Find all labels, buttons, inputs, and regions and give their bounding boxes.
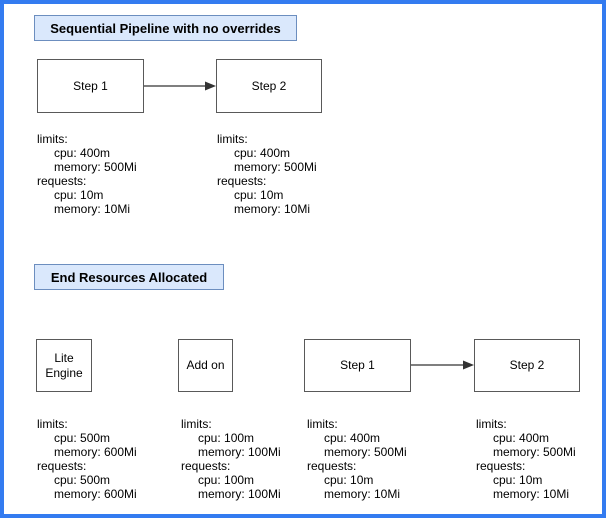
resource-line: limits: <box>37 417 68 431</box>
section-title-sequential-pipeline: Sequential Pipeline with no overrides <box>34 15 297 41</box>
resource-block-lite-engine: limits: cpu: 500m memory: 600Mi requests… <box>37 417 137 501</box>
resource-line: memory: 100Mi <box>198 445 281 459</box>
resource-line: cpu: 10m <box>54 188 104 202</box>
resource-line: cpu: 400m <box>324 431 381 445</box>
resource-line: cpu: 10m <box>493 473 543 487</box>
resource-line: memory: 10Mi <box>324 487 401 501</box>
resource-line: cpu: 500m <box>54 473 111 487</box>
resource-line: limits: <box>307 417 338 431</box>
resource-block-step1-bottom: limits: cpu: 400m memory: 500Mi requests… <box>307 417 407 501</box>
node-step2-bottom: Step 2 <box>474 339 580 392</box>
resource-line: limits: <box>181 417 212 431</box>
resource-line: memory: 500Mi <box>54 160 137 174</box>
resource-line: cpu: 500m <box>54 431 111 445</box>
resource-block-add-on: limits: cpu: 100m memory: 100Mi requests… <box>181 417 281 501</box>
resource-line: limits: <box>37 132 68 146</box>
resource-line: memory: 100Mi <box>198 487 281 501</box>
node-add-on: Add on <box>178 339 233 392</box>
node-step1-bottom: Step 1 <box>304 339 411 392</box>
resource-line: requests: <box>217 174 267 188</box>
arrow-step1-to-step2-bottom <box>411 360 474 370</box>
resource-line: cpu: 100m <box>198 473 255 487</box>
resource-line: memory: 500Mi <box>493 445 576 459</box>
resource-line: cpu: 400m <box>493 431 550 445</box>
resource-line: cpu: 400m <box>54 146 111 160</box>
resource-line: memory: 500Mi <box>234 160 317 174</box>
resource-line: requests: <box>181 459 231 473</box>
resource-line: cpu: 100m <box>198 431 255 445</box>
arrow-step1-to-step2-top <box>144 81 216 91</box>
resource-line: memory: 600Mi <box>54 445 137 459</box>
resource-line: requests: <box>307 459 357 473</box>
node-lite-engine: Lite Engine <box>36 339 92 392</box>
resource-line: memory: 10Mi <box>54 202 131 216</box>
section-title-end-resources: End Resources Allocated <box>34 264 224 290</box>
resource-line: memory: 600Mi <box>54 487 137 501</box>
resource-line: memory: 10Mi <box>493 487 570 501</box>
resource-line: cpu: 10m <box>234 188 284 202</box>
resource-line: limits: <box>217 132 248 146</box>
resource-block-step2-bottom: limits: cpu: 400m memory: 500Mi requests… <box>476 417 576 501</box>
resource-block-step2-top: limits: cpu: 400m memory: 500Mi requests… <box>217 132 317 216</box>
resource-line: cpu: 400m <box>234 146 291 160</box>
resource-block-step1-top: limits: cpu: 400m memory: 500Mi requests… <box>37 132 137 216</box>
resource-line: memory: 10Mi <box>234 202 311 216</box>
resource-line: cpu: 10m <box>324 473 374 487</box>
resource-line: requests: <box>37 174 87 188</box>
resource-line: memory: 500Mi <box>324 445 407 459</box>
resource-line: requests: <box>37 459 87 473</box>
node-step1-top: Step 1 <box>37 59 144 113</box>
resource-line: limits: <box>476 417 507 431</box>
node-step2-top: Step 2 <box>216 59 322 113</box>
resource-line: requests: <box>476 459 526 473</box>
